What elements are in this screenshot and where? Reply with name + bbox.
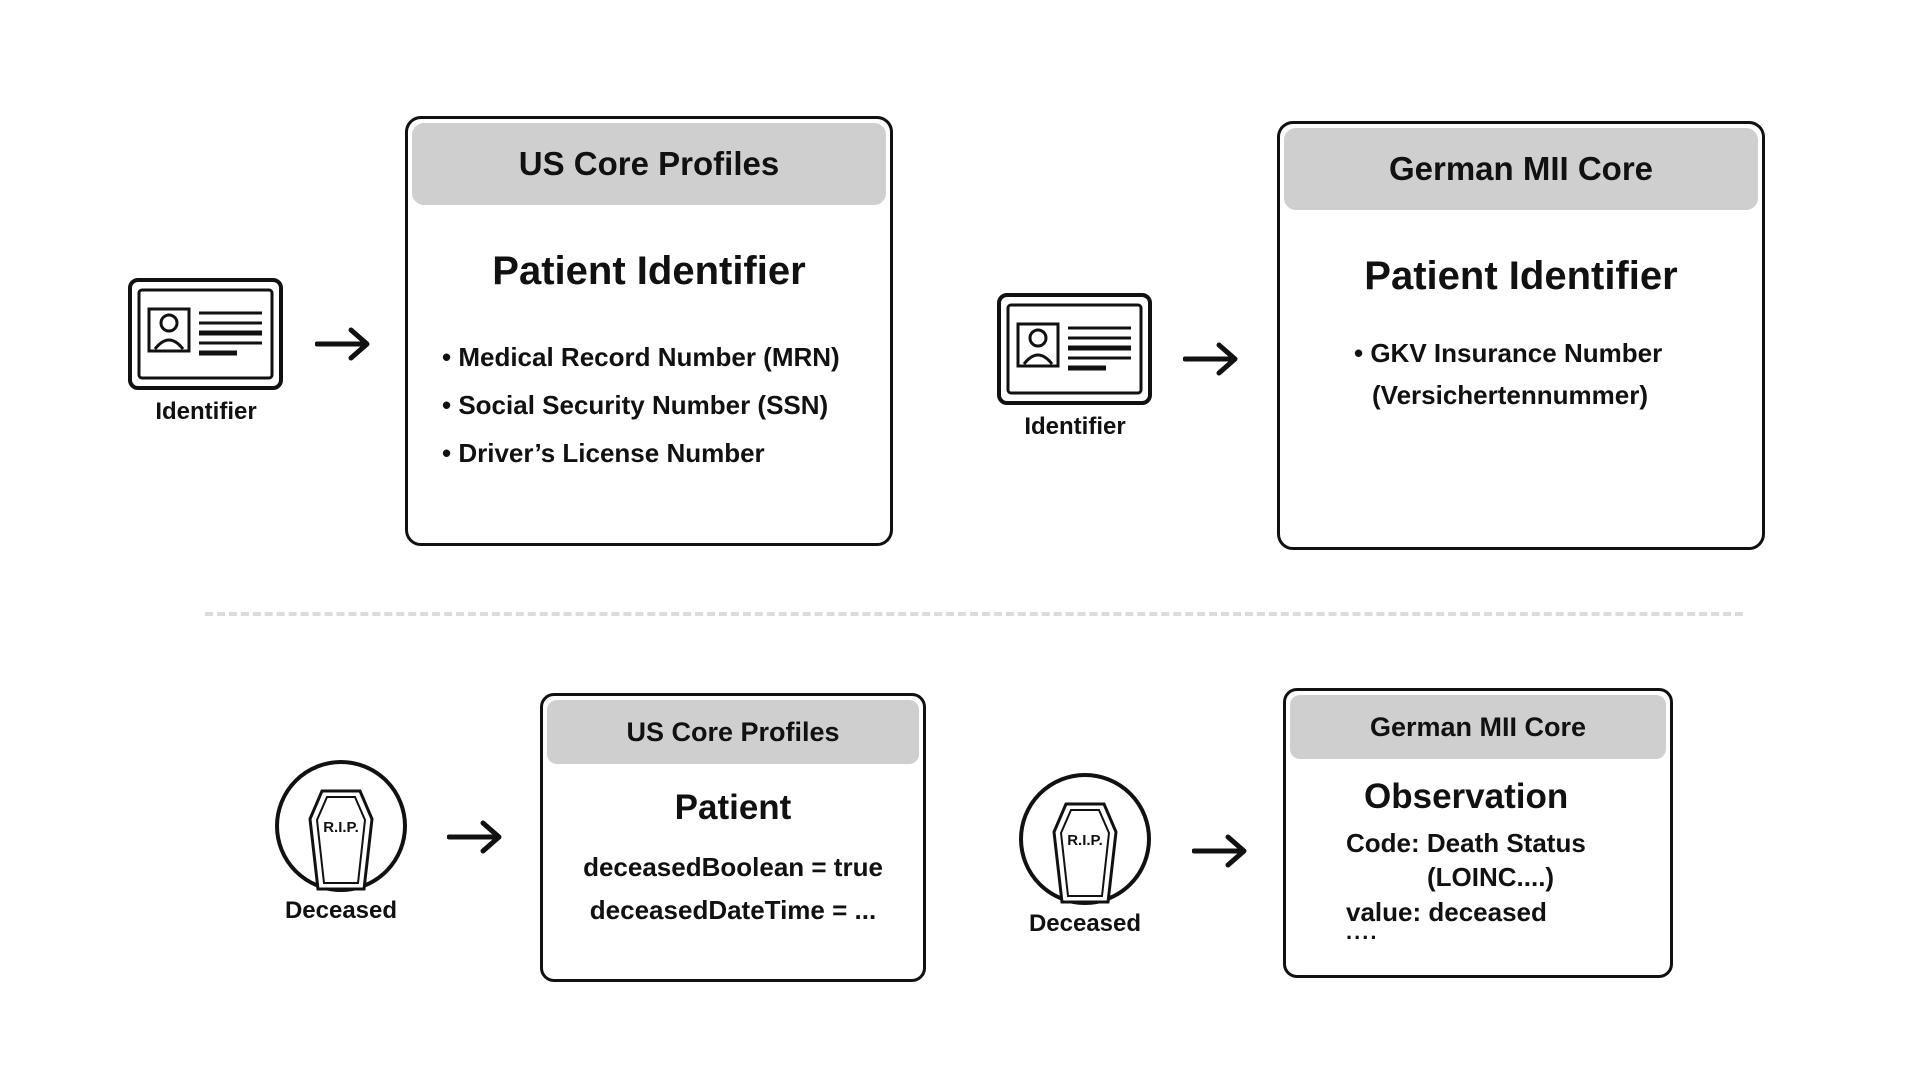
rip-text: R.I.P. <box>323 819 359 836</box>
rip-text: R.I.P. <box>1067 832 1103 849</box>
code-system-line: (LOINC....) <box>1427 862 1555 892</box>
gravestone-icon: R.I.P. <box>275 760 407 892</box>
identifier-list: Medical Record Number (MRN) Social Secur… <box>442 333 840 477</box>
list-item: Driver’s License Number <box>442 429 840 477</box>
list-item: Social Security Number (SSN) <box>442 381 840 429</box>
deceased-label: Deceased <box>284 897 398 924</box>
bullet-item-continuation: (Versichertennummer) <box>1372 380 1648 410</box>
box-title: Patient Identifier <box>1364 254 1678 298</box>
gravestone-icon: R.I.P. <box>1019 773 1151 905</box>
box-header: German MII Core <box>1290 695 1666 759</box>
arrow-right-icon <box>315 327 370 361</box>
arrow-right-icon <box>1183 342 1238 376</box>
box-header: German MII Core <box>1284 128 1758 210</box>
bullet-item-text: GKV Insurance Number <box>1370 338 1663 368</box>
arrow-right-icon <box>1192 834 1247 868</box>
id-card-icon <box>128 278 283 390</box>
us-core-identifier-box: US Core Profiles Patient Identifier Medi… <box>405 116 893 546</box>
arrow-right-icon <box>447 820 502 854</box>
box-title: Patient <box>674 788 792 827</box>
deceased-label: Deceased <box>1028 910 1142 937</box>
box-title: Observation <box>1364 777 1569 816</box>
list-item: Medical Record Number (MRN) <box>442 333 839 381</box>
box-header: US Core Profiles <box>412 123 886 205</box>
german-mii-observation-box: German MII Core Observation Code: Death … <box>1283 688 1673 978</box>
identifier-label: Identifier <box>155 398 257 425</box>
code-line: Code: Death Status <box>1346 828 1586 858</box>
ellipsis-line: .... <box>1346 919 1379 944</box>
value-line: value: deceased <box>1346 897 1547 927</box>
bullet-item: • GKV Insurance Number <box>1354 338 1663 368</box>
deceased-boolean-line: deceasedBoolean = true <box>583 852 883 882</box>
us-core-patient-box: US Core Profiles Patient deceasedBoolean… <box>540 693 926 982</box>
id-card-icon <box>997 293 1152 405</box>
box-title: Patient Identifier <box>492 249 806 293</box>
section-divider <box>205 612 1743 616</box>
identifier-label: Identifier <box>1024 413 1126 440</box>
german-mii-identifier-box: German MII Core Patient Identifier • GKV… <box>1277 121 1765 550</box>
box-header: US Core Profiles <box>547 700 919 764</box>
deceased-datetime-line: deceasedDateTime = ... <box>589 895 877 925</box>
